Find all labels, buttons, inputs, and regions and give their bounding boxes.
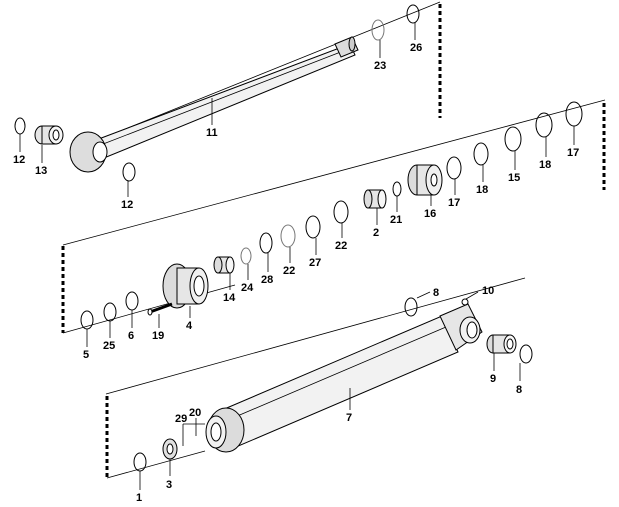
spacer-front bbox=[377, 189, 387, 209]
callout-12-left: 12 bbox=[13, 154, 25, 166]
part-7-cylinder-tube bbox=[205, 315, 459, 453]
callout-20: 20 bbox=[189, 407, 201, 419]
callout-16: 16 bbox=[424, 208, 436, 220]
tube-highlight bbox=[227, 326, 447, 421]
callout-6: 6 bbox=[128, 330, 134, 342]
callout-3: 3 bbox=[166, 479, 172, 491]
bushing-bore bbox=[506, 338, 514, 350]
bushing-front bbox=[225, 256, 235, 274]
callout-27: 27 bbox=[309, 257, 321, 269]
part-27-ring bbox=[305, 215, 321, 239]
callout-12-right: 12 bbox=[121, 199, 133, 211]
part-1-ring bbox=[133, 452, 147, 472]
callout-18-right: 18 bbox=[539, 159, 551, 171]
rod-eye-bore bbox=[92, 141, 108, 163]
part-13-bushing bbox=[34, 125, 64, 145]
callout-18-left: 18 bbox=[476, 184, 488, 196]
head-bore bbox=[193, 275, 205, 297]
group-frame-piston-rod bbox=[102, 1, 442, 139]
part-28-ring bbox=[259, 232, 273, 254]
callout-26: 26 bbox=[410, 42, 422, 54]
part-19-bolt bbox=[147, 302, 173, 316]
bushing-bore bbox=[52, 129, 60, 141]
callout-13: 13 bbox=[35, 165, 47, 177]
part-8-ring-bottom bbox=[519, 344, 533, 364]
part-24-ring bbox=[240, 247, 252, 265]
tube-body bbox=[221, 315, 459, 448]
part-21-ring bbox=[392, 181, 402, 197]
part-14-bushing bbox=[213, 256, 235, 274]
part-25-ring bbox=[103, 302, 117, 322]
piston-bore bbox=[430, 173, 438, 187]
part-16-piston bbox=[407, 164, 443, 196]
part-8-ring-top bbox=[404, 297, 418, 317]
callout-14: 14 bbox=[223, 292, 236, 304]
piston-rod bbox=[69, 36, 359, 173]
part-10-tube-eye bbox=[439, 298, 483, 351]
part-17-ring-b bbox=[565, 101, 583, 127]
frame-line-top bbox=[102, 1, 441, 139]
part-23-ring bbox=[371, 19, 385, 41]
bushing-back bbox=[213, 256, 223, 274]
callout-23: 23 bbox=[374, 60, 386, 72]
part-22-ring-b bbox=[333, 200, 349, 224]
callout-29: 29 bbox=[175, 413, 187, 425]
callout-17-left: 17 bbox=[448, 197, 460, 209]
callout-21: 21 bbox=[390, 214, 402, 226]
grease-fitting bbox=[461, 298, 469, 306]
part-3-wiper bbox=[162, 438, 178, 460]
callout-28: 28 bbox=[261, 274, 273, 286]
part-18-ring-a bbox=[473, 142, 489, 166]
tube-bore bbox=[210, 422, 222, 442]
callout-24: 24 bbox=[241, 282, 254, 294]
callout-25: 25 bbox=[103, 340, 115, 352]
part-22-ring-a bbox=[280, 224, 296, 248]
part-9-bushing bbox=[486, 334, 517, 354]
spacer-back bbox=[363, 189, 373, 209]
callout-22-left: 22 bbox=[283, 265, 295, 277]
part-17-ring-a bbox=[446, 156, 462, 180]
frame-line-bottom bbox=[106, 450, 206, 479]
callout-11: 11 bbox=[206, 127, 218, 139]
leader-lines bbox=[19, 22, 575, 490]
part-6-ring bbox=[125, 291, 139, 311]
part-2-spacer bbox=[363, 189, 387, 209]
part-15-ring bbox=[504, 126, 522, 152]
callout-labels: 26 23 11 12 13 12 17 18 15 18 17 16 21 2… bbox=[13, 42, 579, 504]
callout-5: 5 bbox=[83, 349, 89, 361]
callout-9: 9 bbox=[490, 373, 496, 385]
callout-1: 1 bbox=[136, 492, 142, 504]
part-26-ring bbox=[406, 4, 420, 24]
bolt-head bbox=[147, 308, 153, 316]
callout-2: 2 bbox=[373, 227, 379, 239]
part-12-ring-left bbox=[14, 117, 26, 135]
callout-7: 7 bbox=[346, 412, 352, 424]
callout-10: 10 bbox=[482, 285, 494, 297]
callout-4: 4 bbox=[186, 320, 193, 332]
callout-15: 15 bbox=[508, 172, 520, 184]
callout-8-bottom: 8 bbox=[516, 384, 522, 396]
part-4-cylinder-head bbox=[162, 263, 209, 309]
group-frame-cylinder-tube bbox=[105, 277, 526, 479]
frame-line-top bbox=[105, 277, 526, 395]
frame-line-top bbox=[62, 99, 606, 246]
callout-8-top: 8 bbox=[433, 287, 439, 299]
eye-bore bbox=[466, 321, 478, 339]
part-12-ring-right bbox=[122, 162, 136, 182]
part-18-ring-b bbox=[535, 112, 553, 138]
callout-19: 19 bbox=[152, 330, 164, 342]
rod-tip bbox=[348, 36, 356, 52]
callout-17-right: 17 bbox=[567, 147, 579, 159]
rod-highlight bbox=[97, 47, 352, 147]
wiper-bore bbox=[166, 443, 174, 455]
callout-22-right: 22 bbox=[335, 240, 347, 252]
bolt-shank bbox=[149, 302, 173, 314]
